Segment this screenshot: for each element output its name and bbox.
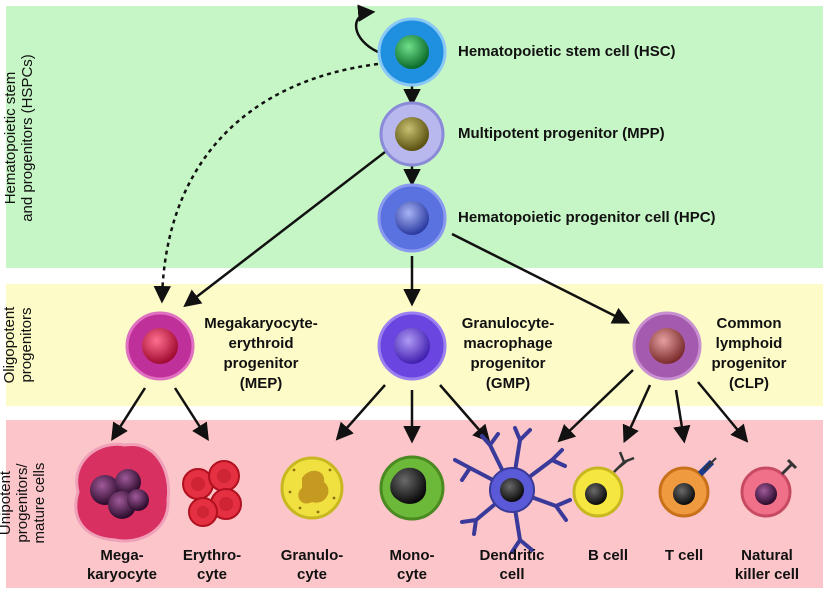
tcell-label: T cell [664, 547, 704, 564]
mpp-to-mep-arrow [183, 151, 386, 308]
lineage-arrows [111, 4, 749, 444]
clp-label: Common lymphoid progenitor (CLP) [711, 315, 787, 392]
granulocyte-cell [280, 456, 344, 520]
clp-to-dendritic-arrow [557, 369, 634, 443]
hpc-to-clp-arrow [451, 232, 631, 324]
clp-cell [632, 311, 702, 381]
erythrocyte-cells [182, 460, 242, 527]
mep-cell [125, 311, 195, 381]
nkcell-label: Natural killer cell [734, 547, 800, 583]
nkcell-cell [740, 458, 798, 518]
monocyte-cell [379, 455, 445, 521]
clp-to-bcell-arrow [622, 384, 652, 444]
hpc-label: Hematopoietic progenitor cell (HPC) [458, 209, 716, 226]
clp-to-tcell-arrow [673, 389, 691, 444]
erythrocyte-label: Erythro- cyte [182, 547, 242, 583]
dendritic-cell [453, 426, 572, 554]
monocyte-label: Mono- cyte [389, 547, 435, 583]
clp-to-nkcell-arrow [697, 381, 749, 443]
hsc-label: Hematopoietic stem cell (HSC) [458, 43, 676, 60]
mep-to-megakaryocyte-arrow [111, 387, 147, 441]
mpp-label: Multipotent progenitor (MPP) [458, 125, 665, 142]
gmp-label: Granulocyte- macrophage progenitor (GMP) [461, 315, 555, 392]
hsc-self-renewal-arrow [354, 4, 379, 54]
mep-label: Megakaryocyte- erythroid progenitor (MEP… [204, 315, 318, 392]
tcell-cell [658, 457, 717, 518]
granulocyte-label: Granulo- cyte [280, 547, 344, 583]
bcell-cell [572, 451, 635, 518]
gmp-to-granulocyte-arrow [335, 384, 386, 441]
mep-to-erythrocyte-arrow [173, 387, 209, 441]
bcell-label: B cell [587, 547, 629, 564]
gmp-to-dendritic-arrow [439, 384, 491, 443]
hsc-cell [377, 17, 447, 87]
gmp-cell [377, 311, 447, 381]
hsc-to-mep-dotted-arrow [153, 62, 379, 304]
hpc-cell [377, 183, 447, 253]
megakaryocyte-cell [74, 442, 171, 543]
megakaryocyte-label: Mega- karyocyte [86, 547, 158, 583]
dendritic-label: Dendritic cell [479, 547, 545, 583]
mpp-cell [379, 101, 445, 167]
